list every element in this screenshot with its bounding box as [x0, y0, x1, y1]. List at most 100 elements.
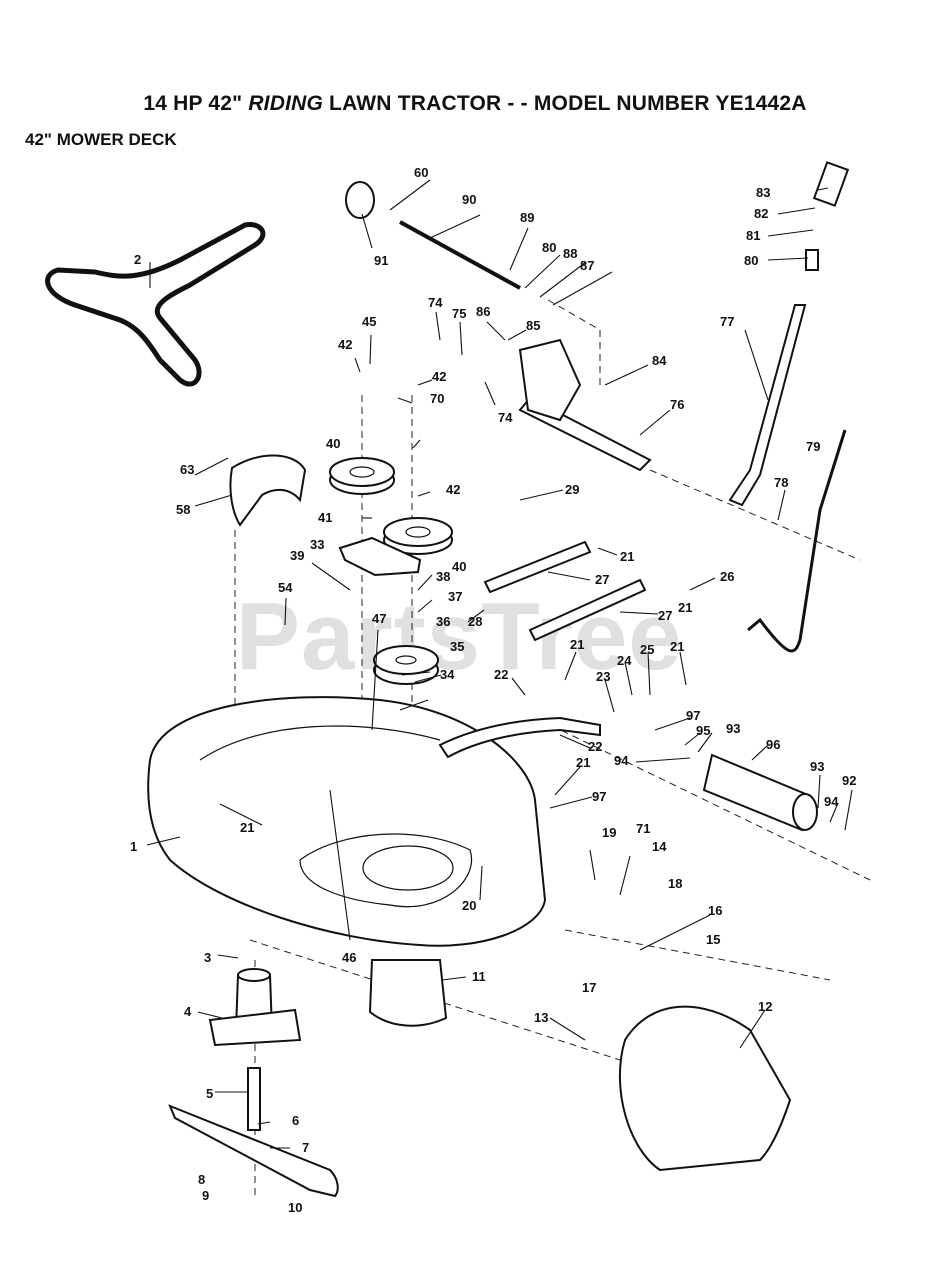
callout-81: 81: [746, 228, 760, 243]
callout-12: 12: [758, 999, 772, 1014]
callout-85: 85: [526, 318, 540, 333]
callout-3: 3: [204, 950, 211, 965]
callout-7: 7: [302, 1140, 309, 1155]
callout-25: 25: [640, 642, 654, 657]
diagram-title: 14 HP 42" RIDING LAWN TRACTOR - - MODEL …: [143, 92, 807, 115]
callout-36: 36: [436, 614, 450, 629]
callout-labels: 1 2 3 4 5 6 7 8 9 10 11 12 13 14 15 16 1…: [130, 165, 856, 1215]
link-arm-28a: [483, 540, 592, 594]
callout-15: 15: [706, 932, 720, 947]
v-belt: [45, 222, 266, 387]
callout-19: 19: [602, 825, 616, 840]
callout-83: 83: [756, 185, 770, 200]
axle-rod-22: [438, 716, 601, 759]
callout-87: 87: [580, 258, 594, 273]
callout-2: 2: [134, 252, 141, 267]
callout-96: 96: [766, 737, 780, 752]
adjustment-rod-89: [399, 220, 521, 290]
leader-lines: [146, 179, 853, 1149]
belt-guard-58: [229, 454, 307, 527]
mower-blade-7: [168, 1104, 339, 1198]
callout-23: 23: [596, 669, 610, 684]
spindle-shaft-5: [247, 1067, 261, 1131]
callout-45: 45: [362, 314, 376, 329]
callout-82: 82: [754, 206, 768, 221]
callout-93b: 93: [810, 759, 824, 774]
callout-89: 89: [520, 210, 534, 225]
callout-38: 38: [436, 569, 450, 584]
callout-18: 18: [668, 876, 682, 891]
callout-71: 71: [636, 821, 650, 836]
callout-28: 28: [468, 614, 482, 629]
callout-42a: 42: [338, 337, 352, 352]
callout-11: 11: [472, 969, 486, 984]
handle-grip-83: [812, 161, 850, 207]
mower-deck-shell: [147, 696, 547, 947]
callout-41: 41: [318, 510, 332, 525]
spring-80b: [805, 249, 819, 271]
callout-21c: 21: [678, 600, 692, 615]
callout-97a: 97: [686, 708, 700, 723]
knob-91: [345, 181, 375, 219]
callout-42c: 42: [446, 482, 460, 497]
callout-22a: 22: [494, 667, 508, 682]
callout-14: 14: [652, 839, 667, 854]
callout-95: 95: [696, 723, 710, 738]
idler-pulley-40a: [329, 457, 395, 495]
callout-97b: 97: [592, 789, 606, 804]
callout-21e: 21: [670, 639, 684, 654]
callout-40a: 40: [326, 436, 340, 451]
blade-housing-11: [368, 959, 448, 1027]
callout-4: 4: [184, 1004, 192, 1019]
callout-16: 16: [708, 903, 722, 918]
callout-90: 90: [462, 192, 476, 207]
callout-9: 9: [202, 1188, 209, 1203]
callout-22b: 22: [588, 739, 602, 754]
callout-5: 5: [206, 1086, 213, 1101]
callout-27b: 27: [658, 608, 672, 623]
callout-88: 88: [563, 246, 577, 261]
callout-74a: 74: [428, 295, 443, 310]
callout-74b: 74: [498, 410, 513, 425]
link-arm-28b: [528, 578, 647, 642]
callout-84: 84: [652, 353, 667, 368]
brace-rod-79: [747, 429, 847, 653]
callout-17: 17: [582, 980, 596, 995]
callout-21b: 21: [620, 549, 634, 564]
callout-75: 75: [452, 306, 466, 321]
callout-6: 6: [292, 1113, 299, 1128]
callout-46: 46: [342, 950, 356, 965]
callout-10: 10: [288, 1200, 302, 1215]
callout-40b: 40: [452, 559, 466, 574]
callout-80a: 80: [542, 240, 556, 255]
callout-70: 70: [430, 391, 444, 406]
spindle-housing-4: [208, 968, 302, 1047]
callout-86: 86: [476, 304, 490, 319]
callout-37: 37: [448, 589, 462, 604]
callout-78: 78: [774, 475, 788, 490]
callout-63: 63: [180, 462, 194, 477]
callout-1: 1: [130, 839, 137, 854]
callout-77: 77: [720, 314, 734, 329]
callout-24: 24: [617, 653, 632, 668]
callout-27a: 27: [595, 572, 609, 587]
callout-21a: 21: [240, 820, 254, 835]
callout-58: 58: [176, 502, 190, 517]
callout-21d: 21: [570, 637, 584, 652]
callout-20: 20: [462, 898, 476, 913]
callout-47: 47: [372, 611, 386, 626]
callout-29: 29: [565, 482, 579, 497]
callout-42b: 42: [432, 369, 446, 384]
deck-pulley-36: [373, 645, 439, 685]
callout-33: 33: [310, 537, 324, 552]
callout-80b: 80: [744, 253, 758, 268]
callout-60: 60: [414, 165, 428, 180]
callout-93a: 93: [726, 721, 740, 736]
lift-bracket-84: [518, 338, 582, 422]
callout-92: 92: [842, 773, 856, 788]
callout-21f: 21: [576, 755, 590, 770]
callout-34: 34: [440, 667, 455, 682]
callout-35: 35: [450, 639, 464, 654]
callout-39: 39: [290, 548, 304, 563]
